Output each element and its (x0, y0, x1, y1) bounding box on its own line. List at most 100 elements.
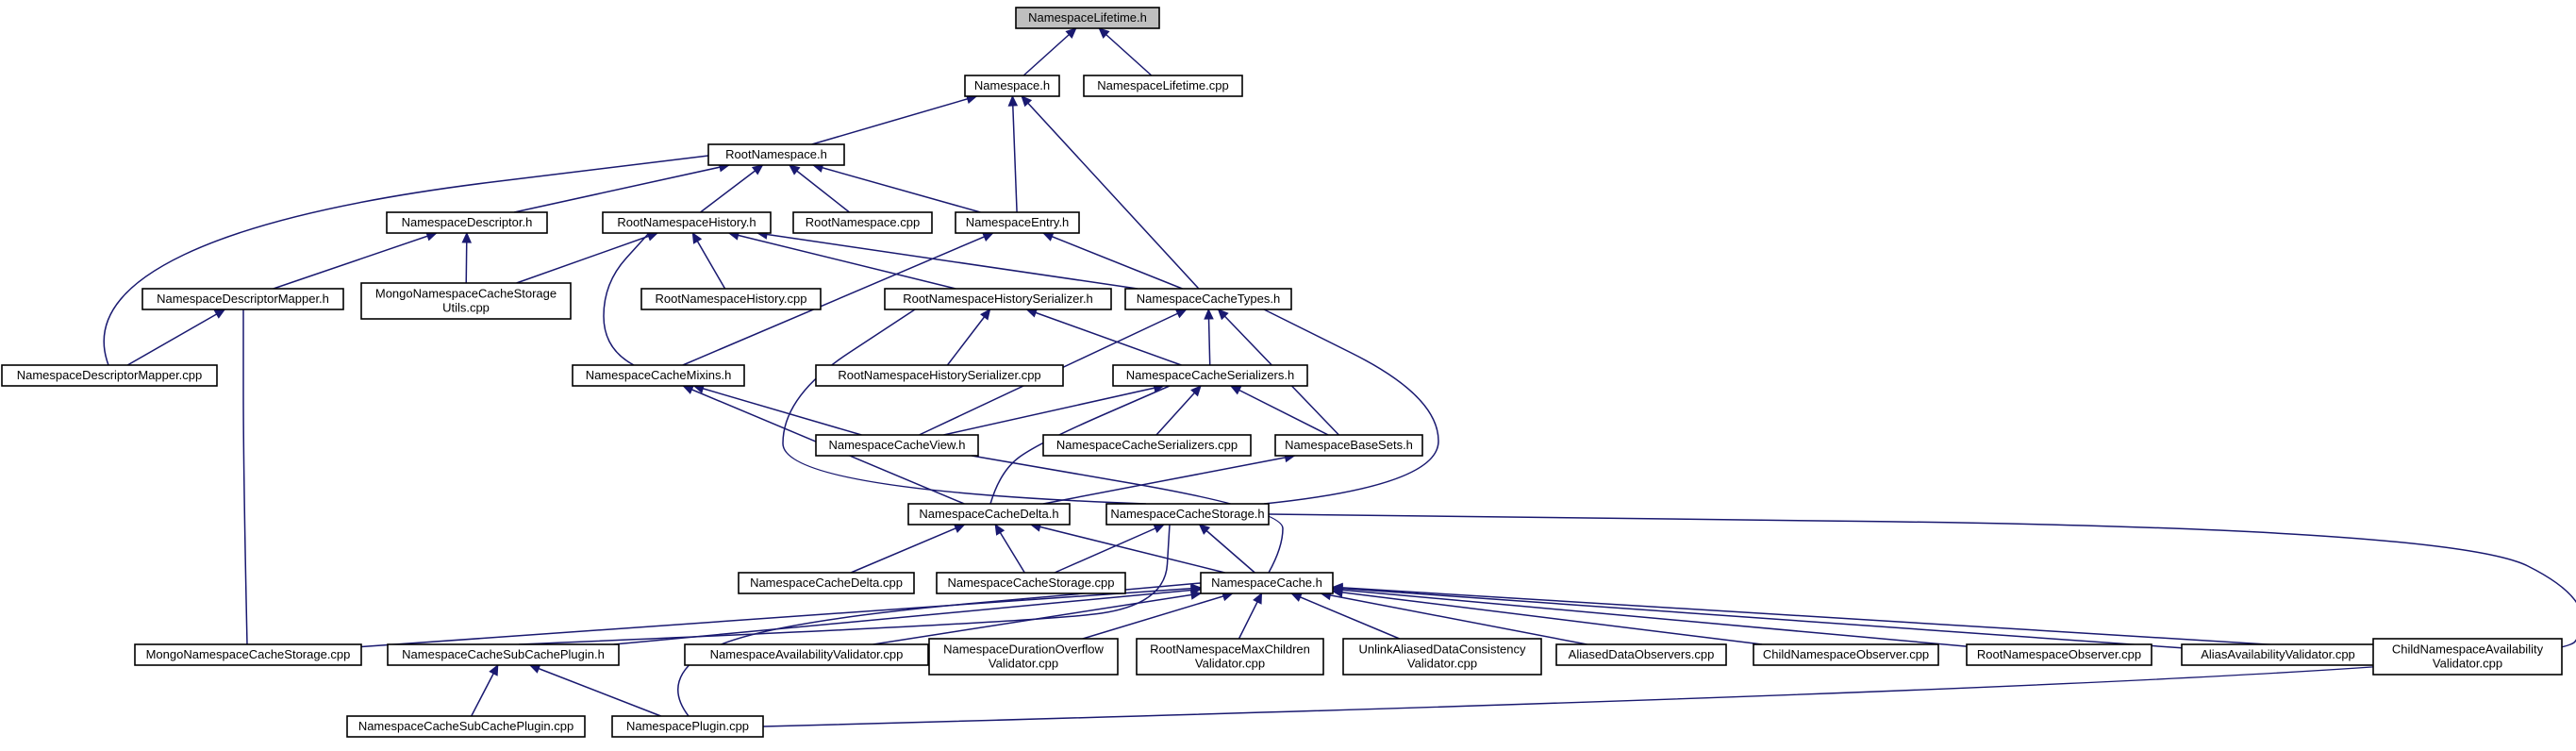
file-node-box (360, 282, 572, 320)
dependency-edge (126, 309, 226, 366)
file-node-box (1342, 638, 1542, 676)
file-node-cachedelta-h[interactable]: NamespaceCacheDelta.h (907, 503, 1071, 526)
file-node-box (134, 643, 362, 666)
file-node-rnshistory-cpp[interactable]: RootNamespaceHistory.cpp (640, 288, 822, 310)
file-node-box (1136, 638, 1324, 676)
file-node-lifetime-h[interactable]: NamespaceLifetime.h (1015, 7, 1160, 29)
file-node-label: NamespaceDescriptor.h (402, 215, 533, 229)
file-node-label: NamespaceAvailabilityValidator.cpp (710, 647, 904, 661)
file-node-label: NamespaceCacheView.h (828, 438, 965, 452)
file-node-lifetime-cpp[interactable]: NamespaceLifetime.cpp (1083, 75, 1243, 97)
file-node-cacheser-h[interactable]: NamespaceCacheSerializers.h (1112, 364, 1308, 387)
file-node-rnshistser-h[interactable]: RootNamespaceHistorySerializer.h (884, 288, 1112, 310)
file-node-box (611, 715, 764, 738)
dependency-edge (516, 231, 659, 284)
file-node-box (1274, 434, 1423, 457)
file-node-label: Utils.cpp (442, 301, 490, 315)
file-node-rnshistory-h[interactable]: RootNamespaceHistory.h (602, 211, 772, 234)
dependency-edge (762, 513, 2576, 727)
file-node-cachestorage-cpp[interactable]: NamespaceCacheStorage.cpp (936, 572, 1126, 594)
file-node-namespace-h[interactable]: Namespace.h (964, 75, 1060, 97)
file-node-basesets-h[interactable]: NamespaceBaseSets.h (1274, 434, 1423, 457)
file-node-box (1124, 288, 1292, 310)
graph-edges (103, 27, 2576, 727)
file-node-cache-h[interactable]: NamespaceCache.h (1200, 572, 1334, 594)
file-node-label: NamespaceCacheDelta.h (919, 507, 1058, 521)
file-node-descmapper-h[interactable]: NamespaceDescriptorMapper.h (141, 288, 344, 310)
dependency-edge (1155, 385, 1202, 436)
file-node-box (936, 572, 1126, 594)
dependency-edge (1263, 309, 1439, 505)
file-node-box (2372, 638, 2563, 676)
file-node-subcacheplugin-h[interactable]: NamespaceCacheSubCachePlugin.h (387, 643, 620, 666)
dependency-edge (692, 383, 862, 436)
file-node-label: NamespaceBaseSets.h (1285, 438, 1413, 452)
dependency-edge (273, 231, 438, 290)
file-node-descriptor-h[interactable]: NamespaceDescriptor.h (386, 211, 548, 234)
file-node-label: RootNamespaceMaxChildren (1150, 643, 1310, 657)
file-node-label: NamespaceCacheTypes.h (1137, 292, 1280, 306)
file-node-plugin-cpp[interactable]: NamespacePlugin.cpp (611, 715, 764, 738)
dependency-edge (613, 585, 1203, 645)
file-node-mongostorage-cpp[interactable]: MongoNamespaceCacheStorage.cpp (134, 643, 362, 666)
file-node-label: NamespaceDurationOverflow (943, 643, 1104, 657)
file-node-cachemixins-h[interactable]: NamespaceCacheMixins.h (572, 364, 745, 387)
file-node-box (907, 503, 1071, 526)
dependency-edge (691, 231, 726, 290)
file-node-entry-h[interactable]: NamespaceEntry.h (955, 211, 1080, 234)
file-node-cachedelta-cpp[interactable]: NamespaceCacheDelta.cpp (738, 572, 915, 594)
file-node-cacheview-h[interactable]: NamespaceCacheView.h (815, 434, 979, 457)
file-node-label: ChildNamespaceAvailability (2392, 643, 2544, 657)
file-node-box (792, 211, 933, 234)
file-node-label: MongoNamespaceCacheStorage.cpp (146, 647, 351, 661)
file-node-subcacheplugin-cpp[interactable]: NamespaceCacheSubCachePlugin.cpp (346, 715, 586, 738)
file-node-box (346, 715, 586, 738)
file-node-box (964, 75, 1060, 97)
file-node-rootns-h[interactable]: RootNamespace.h (707, 143, 845, 166)
file-node-availvalidator-cpp[interactable]: NamespaceAvailabilityValidator.cpp (684, 643, 929, 666)
file-node-label: NamespaceLifetime.h (1028, 10, 1147, 25)
file-node-box (1042, 434, 1252, 457)
dependency-edge (1042, 452, 1296, 505)
file-node-label: RootNamespaceHistorySerializer.cpp (838, 368, 1040, 382)
file-node-cachetypes-h[interactable]: NamespaceCacheTypes.h (1124, 288, 1292, 310)
dependency-edge (1029, 522, 1225, 574)
file-node-rnshistser-cpp[interactable]: RootNamespaceHistorySerializer.cpp (815, 364, 1064, 387)
file-node-box (815, 364, 1064, 387)
file-node-label: UnlinkAliasedDataConsistency (1358, 643, 1526, 657)
dependency-edge (528, 663, 661, 717)
file-node-box (1966, 643, 2152, 666)
file-node-descmapper-cpp[interactable]: NamespaceDescriptorMapper.cpp (1, 364, 218, 387)
file-node-cachestorage-h[interactable]: NamespaceCacheStorage.h (1105, 503, 1270, 526)
file-node-box (1015, 7, 1160, 29)
file-node-unlinkaliased-cpp[interactable]: UnlinkAliasedDataConsistencyValidator.cp… (1342, 638, 1542, 676)
file-node-box (707, 143, 845, 166)
file-node-aliasedobs-cpp[interactable]: AliasedDataObservers.cpp (1555, 643, 1727, 666)
file-node-box (640, 288, 822, 310)
file-node-label: NamespaceDescriptorMapper.cpp (17, 368, 203, 382)
file-node-rootns-cpp[interactable]: RootNamespace.cpp (792, 211, 933, 234)
file-node-label: NamespaceLifetime.cpp (1097, 78, 1228, 92)
dependency-edge (1007, 94, 1019, 213)
dependency-edge (1021, 95, 1200, 290)
file-node-childobs-cpp[interactable]: ChildNamespaceObserver.cpp (1753, 643, 1939, 666)
file-node-label: NamespaceCacheSubCachePlugin.h (402, 647, 605, 661)
dependency-edge (1041, 232, 1183, 290)
dependency-edge (782, 309, 1147, 505)
file-node-rootobs-cpp[interactable]: RootNamespaceObserver.cpp (1966, 643, 2152, 666)
dependency-edge (946, 309, 991, 366)
file-node-label: RootNamespaceHistory.cpp (656, 292, 807, 306)
file-node-box (1200, 572, 1334, 594)
file-node-label: NamespaceCacheMixins.h (586, 368, 732, 382)
file-node-aliasavail-cpp[interactable]: AliasAvailabilityValidator.cpp (2181, 643, 2375, 666)
file-node-box (1555, 643, 1727, 666)
file-node-box (738, 572, 915, 594)
file-node-cacheser-cpp[interactable]: NamespaceCacheSerializers.cpp (1042, 434, 1252, 457)
dependency-edge (811, 93, 978, 145)
